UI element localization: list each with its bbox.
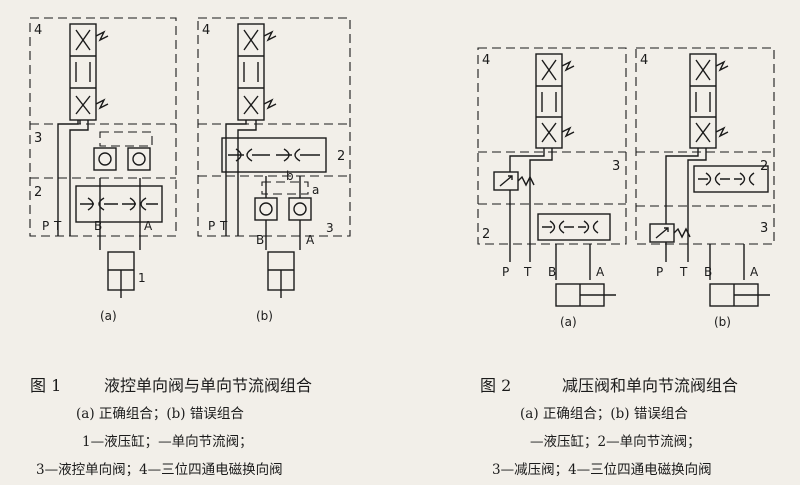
- fig2b-zone-3-label: 3: [760, 221, 768, 236]
- fig1-panel-a-circuit: 4 3 2: [29, 17, 177, 323]
- fig2b-pipe-p: [665, 148, 699, 262]
- fig2a-cylinder: [555, 283, 616, 307]
- fig2b-port-t: T: [679, 265, 688, 279]
- fig2a-pressure-reducing-valve: [493, 171, 535, 191]
- fig1a-port-b: B: [94, 219, 102, 233]
- fig2a-pipe-p: [509, 148, 545, 262]
- fig1b-port-t: T: [219, 219, 228, 233]
- fig1a-pilot-check-valves: [93, 131, 153, 171]
- fig2a-zone-3-label: 3: [612, 159, 620, 174]
- fig1-legend-line-1: 1—液压缸；—单向节流阀；: [82, 434, 253, 450]
- fig2-legend-line-1: —液压缸；2—单向节流阀；: [530, 434, 701, 450]
- fig2a-throttle-check-valves: [537, 213, 611, 241]
- fig2b-port-p: P: [656, 265, 663, 279]
- fig1a-frame: [29, 17, 177, 237]
- fig1a-zone-3-label: 3: [34, 131, 42, 146]
- fig1a-pipe-p: [57, 120, 79, 236]
- fig1b-cylinder: [267, 251, 295, 298]
- fig2b-pipe-t: [687, 148, 707, 262]
- fig1b-pilot-label-a: a: [312, 183, 319, 197]
- fig1b-zone-2-label: 2: [337, 149, 345, 164]
- fig2a-port-a: A: [596, 265, 605, 279]
- fig2b-cylinder: [709, 283, 770, 307]
- fig2a-zone-2-label: 2: [482, 227, 490, 242]
- fig1b-zone-3-label: 3: [326, 221, 334, 235]
- fig1-subcaption: (a) 正确组合；(b) 错误组合: [76, 406, 244, 422]
- fig1a-port-p: P: [42, 219, 49, 233]
- fig2-caption-title: 减压阀和单向节流阀组合: [562, 376, 739, 395]
- fig2a-panel-label: (a): [560, 315, 577, 329]
- fig2a-zone-4-label: 4: [482, 53, 490, 68]
- fig1a-pipe-b: [79, 120, 101, 250]
- fig2-panel-a-circuit: 4 3 2 P T B: [477, 47, 627, 329]
- fig2b-port-a: A: [750, 265, 759, 279]
- fig1b-pilot-check-valves: [254, 181, 312, 221]
- fig1a-zone-2-label: 2: [34, 185, 42, 200]
- fig1b-panel-label: (b): [256, 309, 273, 323]
- fig2b-panel-label: (b): [714, 315, 731, 329]
- fig2a-port-p: P: [502, 265, 509, 279]
- fig2a-port-b: B: [548, 265, 556, 279]
- fig1a-pipe-t: [69, 120, 89, 236]
- fig1b-pipe-t: [237, 120, 257, 236]
- fig2b-port-b: B: [704, 265, 712, 279]
- fig2b-throttle-check-valves: [693, 165, 769, 193]
- fig2a-frame: [477, 47, 627, 245]
- fig1b-port-b: B: [256, 233, 264, 247]
- fig1b-pipe-p: [225, 120, 247, 236]
- fig1a-cylinder: [107, 251, 135, 298]
- fig1a-directional-valve: [69, 23, 109, 121]
- fig1-panel-b-circuit: 4 2 3 b: [197, 17, 351, 323]
- fig1a-panel-label: (a): [100, 309, 117, 323]
- fig2b-pressure-reducing-valve: [649, 223, 691, 243]
- fig1a-cylinder-label: 1: [138, 271, 146, 285]
- fig1a-zone-4-label: 4: [34, 23, 42, 38]
- fig2-subcaption: (a) 正确组合；(b) 错误组合: [520, 406, 688, 422]
- fig1a-port-t: T: [53, 219, 62, 233]
- fig1b-throttle-check-valves: [221, 137, 327, 173]
- fig2-panel-b-circuit: 4 2 3 P T B: [635, 47, 775, 329]
- fig1b-zone-4-label: 4: [202, 23, 210, 38]
- fig2a-pipe-t: [529, 148, 553, 262]
- fig2b-directional-valve: [689, 53, 729, 149]
- fig1b-pilot-label-b: b: [286, 169, 294, 183]
- fig2-legend-line-2: 3—减压阀；4—三位四通电磁换向阀: [492, 462, 712, 478]
- fig1b-port-p: P: [208, 219, 215, 233]
- fig1-caption-title: 液控单向阀与单向节流阀组合: [104, 376, 313, 395]
- fig1b-directional-valve: [237, 23, 277, 121]
- fig1b-port-a: A: [306, 233, 315, 247]
- fig2-caption-number: 图 2: [480, 376, 512, 395]
- fig1b-frame: [197, 17, 351, 237]
- fig2a-directional-valve: [535, 53, 575, 149]
- fig1-legend-line-2: 3—液控单向阀；4—三位四通电磁换向阀: [36, 462, 283, 478]
- fig1a-throttle-check-valves: [75, 185, 163, 223]
- fig2a-port-t: T: [523, 265, 532, 279]
- fig2b-zone-4-label: 4: [640, 53, 648, 68]
- fig1-caption-number: 图 1: [30, 376, 62, 395]
- fig1a-port-a: A: [144, 219, 153, 233]
